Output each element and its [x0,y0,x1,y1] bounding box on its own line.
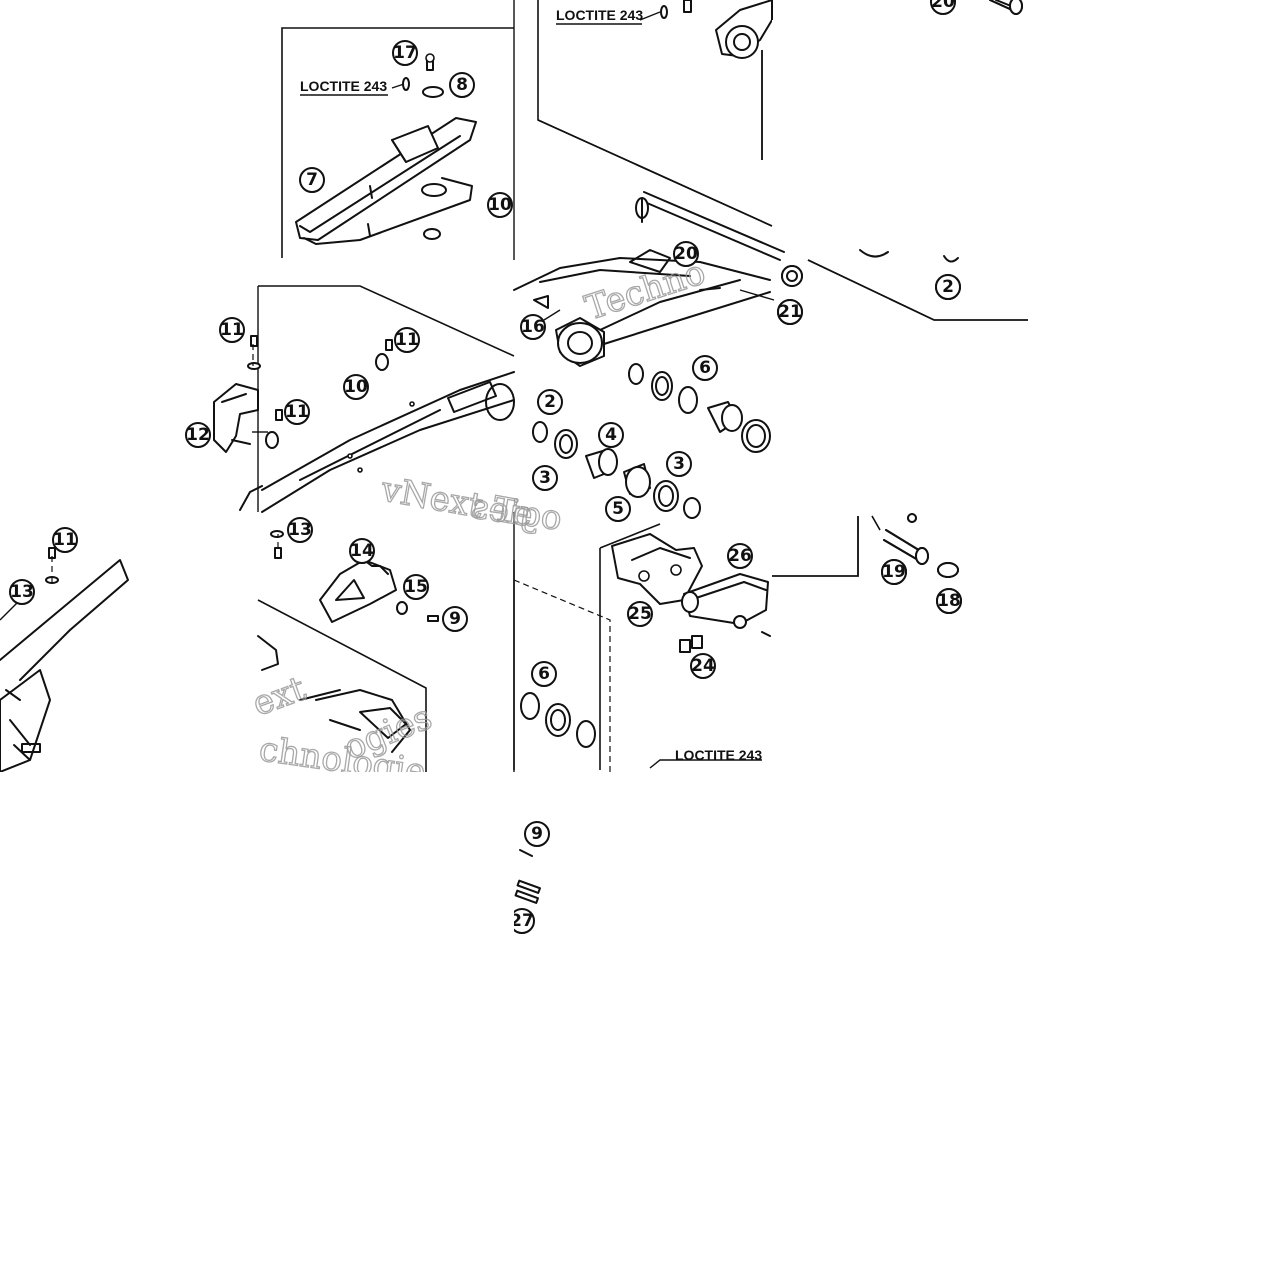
svg-text:21: 21 [778,302,802,322]
svg-text:19: 19 [882,562,906,582]
loctite-label-3: LOCTITE 243 [675,747,762,763]
callout-7: 7 [299,167,325,193]
leader-lines [0,344,881,769]
callout-19-overlay: 19 [881,559,907,585]
callouts: 1 2 2 3 3 4 5 6 6 7 8 9 9 10 10 11 11 11… [9,0,962,934]
callout-17: 17 [392,40,418,66]
callout-16: 16 [520,314,546,340]
linkage-top [639,0,773,59]
svg-text:25: 25 [628,604,652,624]
callout-20: 20 [673,241,699,267]
loctite-labels: LOCTITE 243 LOCTITE 243 LOCTITE 243 [300,7,762,763]
callout-3: 3 [532,465,558,491]
callout-20-overlay: 20 [930,0,956,15]
svg-text:20: 20 [674,244,698,264]
callout-9: 9 [442,606,468,632]
svg-text:3: 3 [539,468,551,488]
swingarm-body [239,371,515,513]
callout-21-overlay: 21 [777,299,803,325]
small-fasteners [45,335,541,904]
svg-text:17: 17 [393,43,417,63]
callout-5: 5 [605,496,631,522]
svg-text:2: 2 [544,392,556,412]
callout-13: 13 [287,517,313,543]
svg-text:10: 10 [488,195,512,215]
callout-2: 2 [537,389,563,415]
svg-text:9: 9 [449,609,461,629]
watermark-line-3: ogies [469,487,564,539]
callout-9: 9 [524,821,550,847]
callout-24: 24 [690,653,716,679]
svg-text:27: 27 [510,911,534,931]
callout-18-overlay: 18 [936,588,962,614]
bearing-set-lower [532,421,701,519]
svg-text:2: 2 [942,277,954,297]
callout-11: 11 [394,327,420,353]
chain-guard-12 [213,383,259,453]
svg-text:11: 11 [285,402,309,422]
chain-guide [611,533,771,653]
svg-text:20: 20 [931,0,955,12]
callout-11: 11 [219,317,245,343]
callout-14: 14 [349,538,375,564]
svg-text:16: 16 [521,317,545,337]
svg-text:13: 13 [288,520,312,540]
overlay-fragments: 2 20 18 19 21 [537,0,1028,614]
callout-26: 26 [727,543,753,569]
svg-text:6: 6 [538,664,550,684]
callout-10: 10 [487,192,513,218]
bearing-set-upper [628,363,771,453]
loctite-label-1: LOCTITE 243 [300,78,387,94]
callout-12: 12 [185,422,211,448]
callout-15: 15 [403,574,429,600]
svg-text:11: 11 [220,320,244,340]
svg-text:5: 5 [612,499,624,519]
lower-arm-left [257,635,411,753]
svg-text:15: 15 [404,577,428,597]
callout-6: 6 [531,661,557,687]
callout-3: 3 [666,451,692,477]
fastener-17 [391,53,444,98]
bearing-set-bottom [520,692,596,748]
svg-text:26: 26 [728,546,752,566]
sprocket-guard-14 [319,559,397,623]
pivot-axle [635,191,785,261]
svg-text:8: 8 [456,75,468,95]
callout-8: 8 [449,72,475,98]
svg-text:6: 6 [699,358,711,378]
svg-text:18: 18 [937,591,961,611]
callout-10: 10 [343,374,369,400]
svg-text:7: 7 [306,170,318,190]
swingarm-lower-left [0,559,129,773]
svg-text:13: 13 [10,582,34,602]
svg-text:4: 4 [605,425,617,445]
callout-2-overlay: 2 [935,274,961,300]
callout-4: 4 [598,422,624,448]
watermark-line-4: ext [247,669,311,725]
svg-text:14: 14 [350,541,374,561]
svg-text:9: 9 [531,824,543,844]
svg-text:3: 3 [673,454,685,474]
svg-text:10: 10 [344,377,368,397]
loctite-label-2: LOCTITE 243 [556,7,643,23]
chain-slider [295,117,477,245]
callout-11: 11 [52,527,78,553]
callout-13: 13 [9,579,35,605]
callout-6: 6 [692,355,718,381]
callout-25: 25 [627,601,653,627]
svg-text:24: 24 [691,656,715,676]
svg-text:11: 11 [395,330,419,350]
svg-text:12: 12 [186,425,210,445]
svg-text:11: 11 [53,530,77,550]
callout-11: 11 [284,399,310,425]
